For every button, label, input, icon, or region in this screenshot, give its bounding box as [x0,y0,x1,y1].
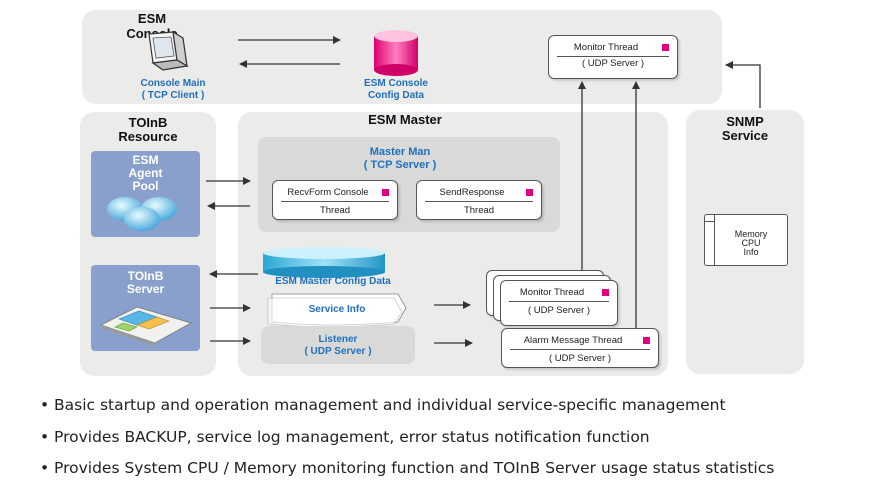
snmp-info-box: Memory CPU Info [704,214,788,266]
bullet-item-3: •Provides System CPU / Memory monitoring… [40,459,775,477]
agent-pool-icon [107,197,177,231]
master-man-title: Master Man ( TCP Server ) [363,146,437,171]
computer-icon [143,30,191,76]
service-info-doc: Service Info [262,292,412,326]
document-icon [267,293,407,326]
server-board-icon [99,306,193,346]
status-marker [662,44,669,51]
listener-box [261,326,415,364]
master-monitor-thread: Monitor Thread ( UDP Server ) [500,280,618,326]
arrow-snmp-to-console [725,61,761,108]
esm-agent-pool: ESM Agent Pool [91,151,200,237]
console-monitor-thread: Monitor Thread ( UDP Server ) [548,35,678,79]
status-marker [526,189,533,196]
master-config-label: ESM Master Config Data [275,276,391,287]
alarm-message-thread: Alarm Message Thread ( UDP Server ) [501,328,659,368]
toinb-resource-title: TOInB Resource [118,115,178,144]
console-config-label: ESM Console Config Data [364,78,428,101]
status-marker [602,289,609,296]
recv-form-console-thread: RecvForm Console Thread [272,180,398,220]
listener-label: Listener ( UDP Server ) [304,334,372,357]
bullet-item-2: •Provides BACKUP, service log management… [40,428,650,446]
send-response-thread: SendResponse Thread [416,180,542,220]
master-config-db-icon [262,246,386,280]
status-marker [643,337,650,344]
bullet-item-1: •Basic startup and operation management … [40,396,726,414]
esm-master-title: ESM Master [368,112,442,127]
console-config-db-icon [372,28,420,78]
status-marker [382,189,389,196]
toinb-server: TOInB Server [91,265,200,351]
console-main-label: Console Main ( TCP Client ) [140,78,206,101]
snmp-service-title: SNMP Service [721,114,769,143]
